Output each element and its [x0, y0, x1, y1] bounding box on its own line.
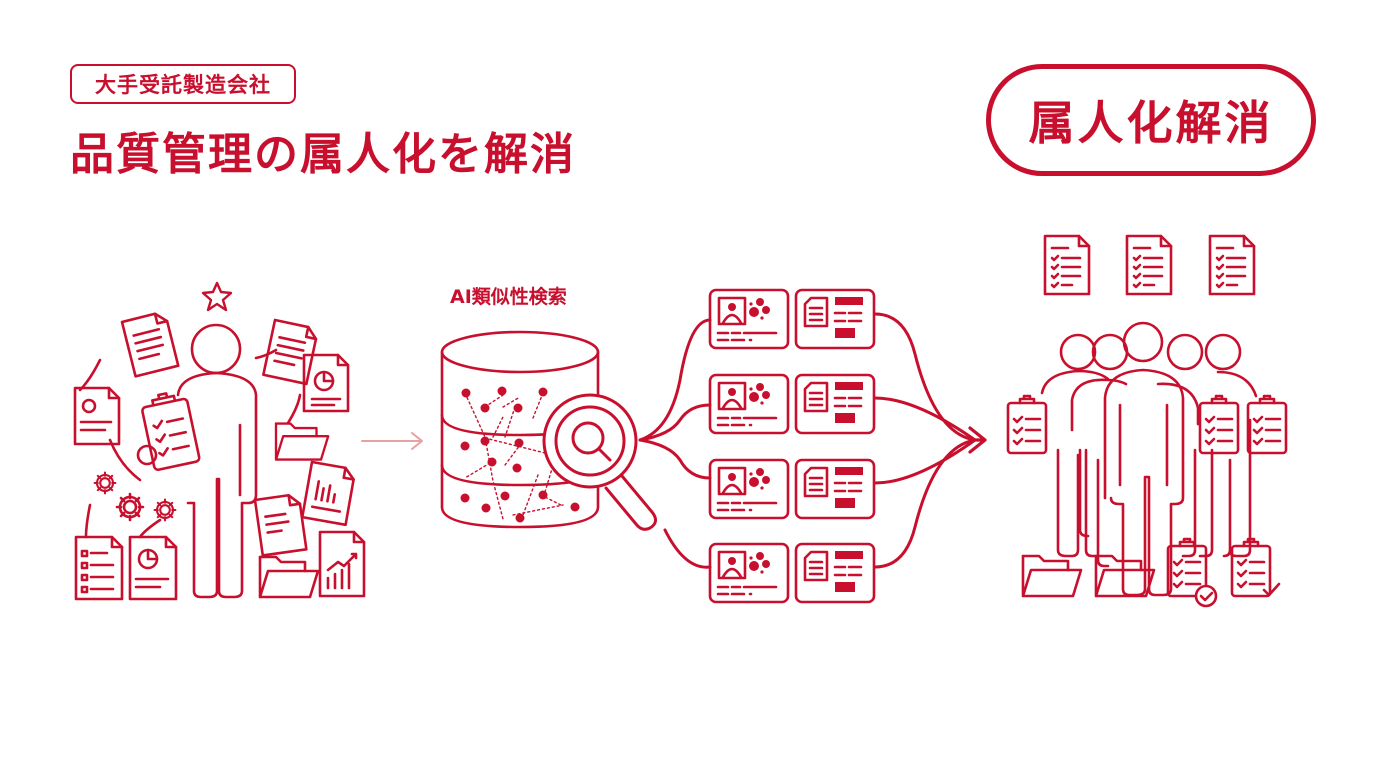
result-pill: 属人化解消: [986, 64, 1316, 176]
document-icon: [262, 318, 320, 386]
converge-arrow-icon: [968, 426, 987, 454]
checklist-document-icon: [1208, 234, 1256, 296]
pie-chart-document-icon: [128, 535, 178, 601]
team-people-icon: [1040, 321, 1258, 597]
page-title: 品質管理の属人化を解消: [70, 129, 576, 180]
growth-chart-document-icon: [318, 530, 366, 598]
clipboard-icon: [1246, 394, 1288, 455]
gear-icon: [93, 471, 117, 495]
gear-icon: [115, 492, 145, 522]
checklist-document-icon: [1043, 234, 1091, 296]
folder-icon: [274, 422, 330, 461]
folder-icon: [1021, 554, 1083, 598]
bar-chart-document-icon: [300, 460, 357, 527]
clipboard-checklist-icon: [141, 392, 201, 471]
result-card-pair: [708, 373, 876, 435]
company-badge: 大手受託製造会社: [70, 64, 296, 104]
document-icon: [253, 492, 308, 557]
folder-icon: [258, 555, 320, 599]
result-card-pair: [708, 288, 876, 350]
clipboard-check-icon: [1230, 537, 1281, 598]
star-icon: [201, 281, 233, 312]
bottom-icons: [1021, 537, 1281, 608]
clipboard-icon: [1006, 394, 1048, 455]
magnifier-icon: [542, 393, 657, 531]
ai-search-label: AI類似性検索: [450, 286, 567, 308]
branch-connectors: [638, 312, 977, 569]
step1-person-docs-illustration: [73, 281, 366, 601]
arrow-right-icon: [361, 432, 423, 450]
gear-document-icon: [73, 386, 121, 446]
clipboard-icon: [1198, 394, 1240, 455]
person-head-icon: [190, 323, 242, 375]
result-card-pair: [708, 458, 876, 520]
checklist-document-icon: [74, 535, 124, 601]
person-body-icon: [176, 371, 258, 599]
top-checklist-docs: [1043, 234, 1256, 296]
checklist-document-icon: [1125, 234, 1173, 296]
node-points: [460, 386, 580, 523]
clipboard-approved-icon: [1166, 537, 1218, 608]
result-card-pair: [708, 542, 876, 604]
pie-chart-document-icon: [302, 353, 350, 413]
document-icon: [120, 310, 180, 378]
gear-icon: [153, 498, 177, 522]
